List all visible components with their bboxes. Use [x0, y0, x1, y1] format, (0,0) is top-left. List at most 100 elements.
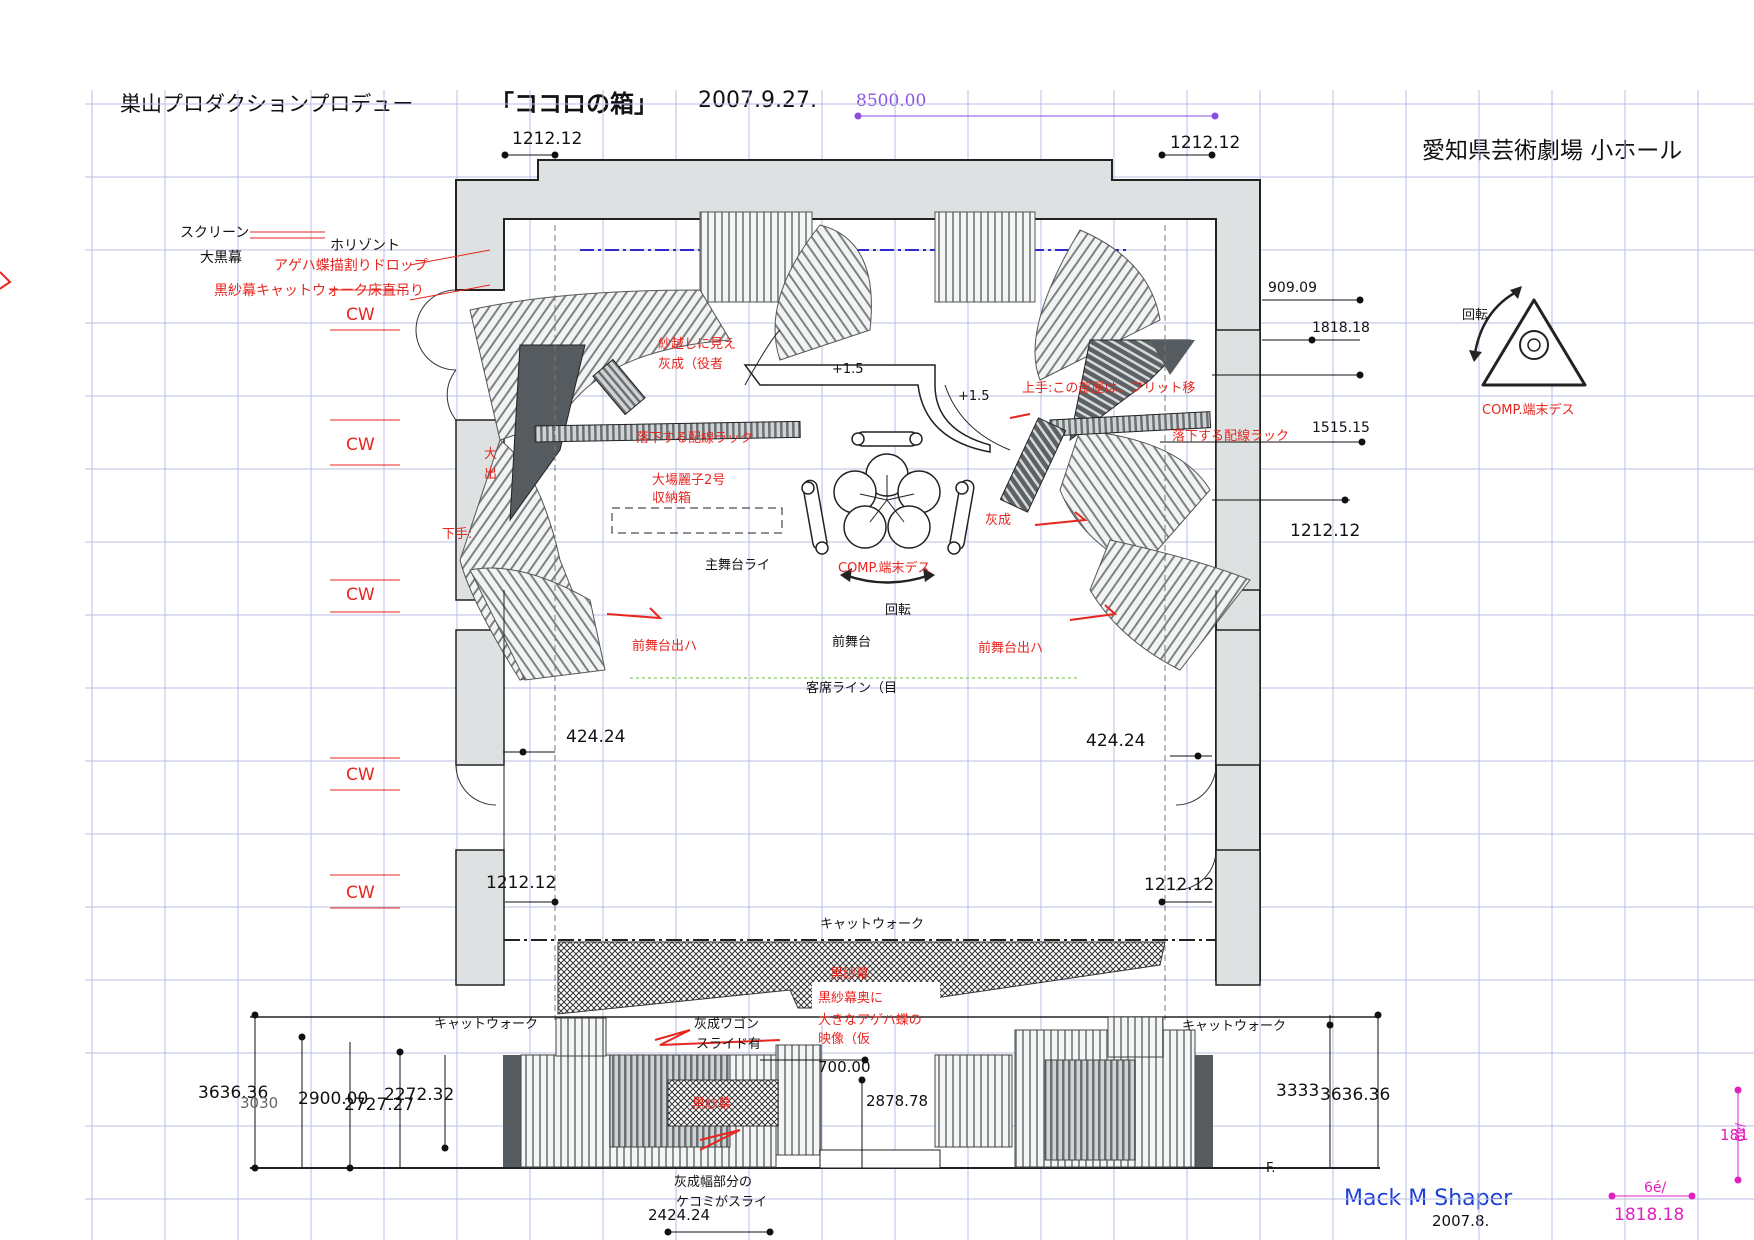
catwalk-right-label: キャットウォーク	[1182, 1019, 1286, 1034]
left-fragment-2: 出	[484, 467, 497, 482]
audience-line-label: 客席ライン（目	[806, 680, 897, 696]
upper-note: 上手:この部屋は、フリット移	[1022, 381, 1195, 396]
plus-left-label: +1.5	[832, 362, 864, 377]
dim-1212-low-right: 1212.12	[1144, 875, 1214, 895]
dim-2424: 2424.24	[648, 1206, 710, 1224]
dim-424-right: 424.24	[1086, 731, 1145, 751]
dim-top-right: 1212.12	[1170, 133, 1240, 153]
dim-2878: 2878.78	[866, 1092, 928, 1110]
storage-box-outline	[611, 507, 783, 534]
dim-909: 909.09	[1268, 280, 1317, 296]
comp-desk-label: COMP.端末デス	[838, 560, 930, 576]
dim-700: 700.00	[818, 1058, 871, 1076]
front-flat-center	[775, 1044, 822, 1156]
dark-panel-right-solid	[1150, 340, 1195, 375]
door-arc-left-2	[446, 369, 457, 421]
right-wall-block-1	[1215, 329, 1261, 591]
curved-wall-right-mid	[1059, 429, 1211, 571]
front-stage-out-right: 前舞台出ハ	[978, 640, 1043, 656]
catwalk-top-label: キャットウォーク	[820, 917, 924, 932]
rotation-label: 回転	[885, 603, 911, 618]
haisei-wagon-2: スライド有	[696, 1037, 761, 1052]
dim-1212-low-left: 1212.12	[486, 873, 556, 893]
raised-platform	[743, 364, 991, 453]
front-flat-right-dark	[1044, 1059, 1136, 1161]
legend-gauze-catwalk: 黒紗幕キャットウォーク床直吊り	[214, 282, 424, 299]
gauze-back-note-3: 映像（仮	[818, 1032, 870, 1047]
comp-desk-bars	[801, 431, 975, 555]
door-arc-right-1	[1175, 764, 1217, 806]
dim-top-left: 1212.12	[512, 129, 582, 149]
move-arrows	[0, 271, 1118, 1151]
cw-label-3: CW	[346, 585, 375, 605]
door-arc-left-3	[455, 764, 497, 806]
comp-desk-table	[833, 453, 941, 549]
main-stage-line-label: 主舞台ライ	[705, 558, 770, 573]
legend-horizont: ホリゾント	[330, 238, 400, 254]
dim-1515: 1515.15	[1312, 420, 1370, 436]
gauze-back-note-2: 大きなアゲハ蝶の	[818, 1013, 922, 1028]
cw-markers	[330, 289, 400, 909]
catwalk-left-label: キャットウォーク	[434, 1017, 538, 1032]
haisei-label: 灰成	[985, 513, 1011, 528]
left-wall-block-3	[455, 849, 505, 986]
dim-1212-right: 1212.12	[1290, 521, 1360, 541]
front-flat-steps	[819, 1149, 941, 1169]
dim-2900: 2900.00	[298, 1089, 368, 1109]
legend-rotation: 回転	[1462, 308, 1488, 323]
front-stage-out-left: 前舞台出ハ	[632, 638, 697, 654]
author-date: 2007.8.	[1432, 1212, 1490, 1230]
dim-3333: 3333	[1276, 1081, 1319, 1101]
plus-right-label: +1.5	[958, 389, 990, 404]
front-flat-right-1	[934, 1054, 1013, 1148]
magenta-6e: 6é/	[1644, 1180, 1667, 1196]
oba-reiko-line2: 収納箱	[652, 490, 691, 506]
door-arc-left-1	[415, 289, 457, 371]
plan-date: 2007.9.27.	[698, 88, 817, 113]
legend-lines	[250, 231, 491, 301]
legend-comp-desk: COMP.端末デス	[1482, 402, 1574, 418]
f-mark: F.	[1266, 1161, 1276, 1176]
magenta-side-6e: 6é/	[1733, 1122, 1747, 1142]
dim-3636-right: 3636.36	[1320, 1085, 1390, 1105]
haisei-width-note-2: ケコミがスライ	[676, 1195, 767, 1210]
rotation-arrow-center	[844, 573, 931, 584]
black-gauze-small-label: 黒紗幕	[692, 1097, 731, 1112]
rotation-legend-symbol	[1469, 286, 1587, 387]
oba-reiko-line1: 大場麗子2号	[652, 473, 725, 488]
cw-label-5: CW	[346, 883, 375, 903]
cw-label-2: CW	[346, 435, 375, 455]
haisei-width-note-1: 灰成幅部分の	[674, 1175, 752, 1190]
haisei-wagon-1: 灰成ワゴン	[694, 1016, 759, 1032]
falling-rack-right-label: 落下する配線ラック	[1172, 428, 1289, 444]
gauze-see-line1: 紗越しに見え	[658, 337, 736, 352]
dimension-lines	[251, 151, 1382, 1236]
black-gauze-label: 黒紗幕	[830, 967, 869, 982]
dim-1818: 1818.18	[1312, 320, 1370, 336]
left-fragment-1: 大	[484, 447, 497, 462]
curved-wall-upper-right	[1034, 229, 1161, 381]
purple-overall-dim	[854, 112, 1219, 120]
legend-screen: スクリーン	[180, 225, 249, 241]
overall-width-dimension: 8500.00	[856, 91, 927, 111]
left-wall-block-2	[455, 629, 505, 766]
front-gauze-small	[667, 1079, 779, 1127]
falling-rack-left	[534, 420, 801, 443]
cw-label-1: CW	[346, 305, 375, 325]
right-wall-block-3	[1215, 849, 1261, 986]
cw-label-4: CW	[346, 765, 375, 785]
gauze-see-line2: 灰成（役者	[658, 357, 723, 372]
front-wall-dark-left	[503, 1055, 521, 1167]
door-arc-right-2	[1175, 849, 1217, 891]
tower-right	[999, 417, 1067, 513]
tower-left	[592, 358, 646, 416]
front-stage-label: 前舞台	[832, 634, 871, 650]
legend-agehacho-drop: アゲハ蝶描割りドロップ	[274, 257, 428, 274]
upstage-panel-right	[934, 211, 1036, 303]
dim-424-left: 424.24	[566, 727, 625, 747]
curved-wall-upper-center	[774, 224, 872, 361]
dim-3030: 3030	[240, 1094, 278, 1112]
shimote-fragment: 下手:	[442, 527, 472, 542]
